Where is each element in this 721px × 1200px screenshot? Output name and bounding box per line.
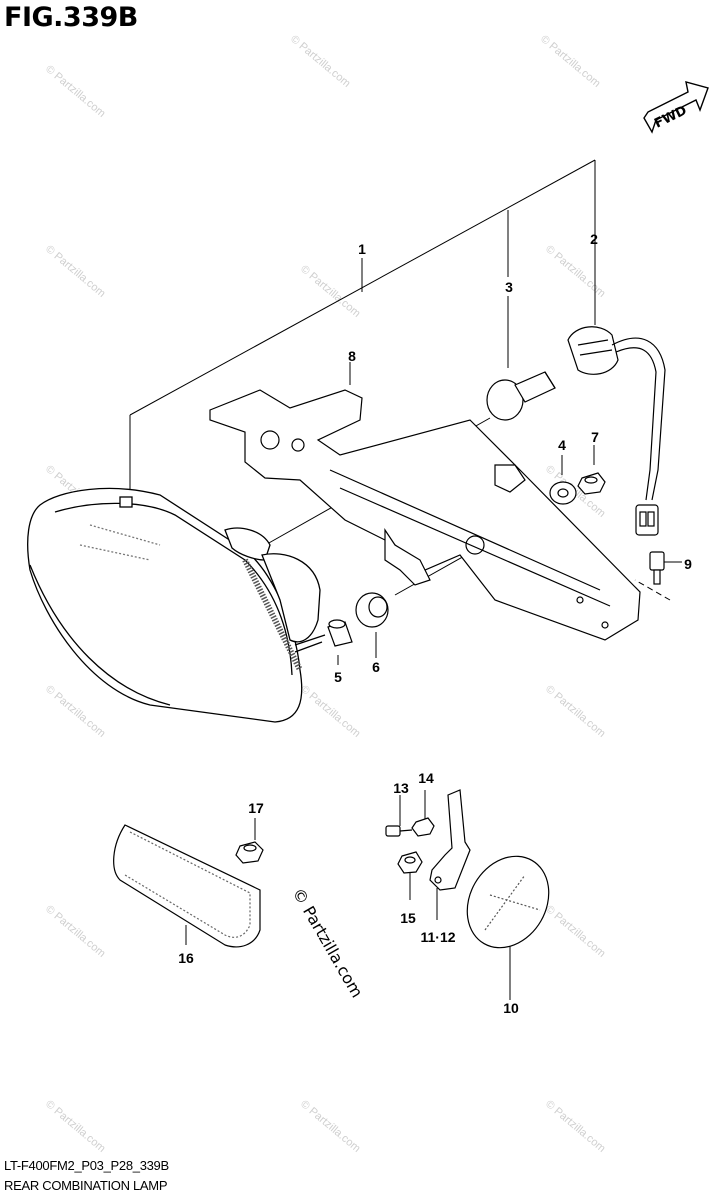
reflector-nut-drawing [235,841,264,864]
callout-15: 15 [400,910,416,926]
socket-harness-drawing [567,326,666,536]
reflector-drawing [113,824,261,948]
bracket-drawing [209,389,641,641]
callout-14: 14 [418,770,434,786]
model-code: LT-F400FM2_P03_P28_339B [4,1158,169,1173]
callout-8: 8 [348,348,356,364]
watermark: © Partzilla.com [298,263,362,320]
callout-1: 1 [358,241,366,257]
watermark: © Partzilla.com [543,683,607,740]
callout-3: 3 [505,279,513,295]
callout-7: 7 [591,429,599,445]
bulb-drawing [486,371,556,421]
watermark: © Partzilla.com [43,243,107,300]
license-lamp-drawing [429,789,550,949]
callout-5: 5 [334,669,342,685]
callout-13: 13 [393,780,409,796]
figure-caption: REAR COMBINATION LAMP [4,1178,168,1193]
forward-arrow-icon: FWD [643,81,709,134]
watermark: © Partzilla.com [543,1098,607,1155]
watermark: © Partzilla.com [543,903,607,960]
watermark: © Partzilla.com [538,33,602,90]
watermark: © Partzilla.com [543,243,607,300]
watermark: © Partzilla.com [43,63,107,120]
watermark: © Partzilla.com [43,683,107,740]
watermark: © Partzilla.com [288,33,352,90]
nut-drawing [577,472,606,495]
figure-title: FIG.339B [4,2,138,33]
callout-10: 10 [503,1000,519,1016]
watermark: © Partzilla.com [43,903,107,960]
watermark: © Partzilla.com [298,683,362,740]
grommet-drawing [355,592,389,628]
spacer-drawing [327,619,353,647]
callout-6: 6 [372,659,380,675]
bolt-drawing [649,551,665,585]
callout-16: 16 [178,950,194,966]
watermark: © Partzilla.com [298,1098,362,1155]
callout-9: 9 [684,556,692,572]
watermark: © Partzilla.com [43,1098,107,1155]
washer-drawing [549,481,577,505]
callout-11-12: 11·12 [420,929,456,945]
callout-2: 2 [590,231,598,247]
brand-watermark: © Partzilla.com [289,885,367,1001]
small-hardware-drawing [385,817,435,874]
callout-4: 4 [558,437,566,453]
tail-lamp-lens-drawing [27,487,326,723]
callout-17: 17 [248,800,264,816]
